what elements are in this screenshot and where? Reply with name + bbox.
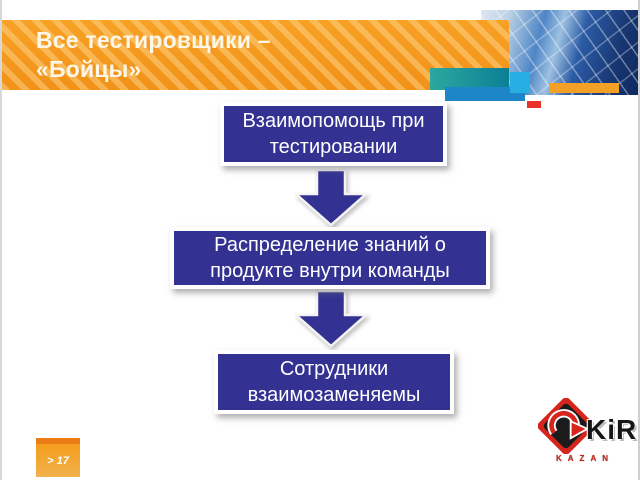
down-arrow-icon	[295, 290, 367, 348]
kir-logo-icon	[538, 398, 594, 454]
logo-city-text: KAZAN	[556, 454, 614, 463]
deco-teal-rect	[430, 68, 509, 90]
kir-logo: KiR KAZAN	[538, 398, 638, 472]
flow-box-interchangeable-staff: Сотрудники взаимозаменяемы	[214, 350, 454, 414]
slide-title-line2: «Бойцы»	[36, 56, 142, 82]
flow-box-mutual-help: Взаимопомощь при тестировании	[220, 102, 447, 166]
deco-blue-bar	[445, 87, 525, 101]
flow-box-knowledge-sharing: Распределение знаний о продукте внутри к…	[170, 227, 490, 289]
page-number: > 17	[47, 454, 69, 467]
down-arrow-icon	[295, 169, 367, 227]
logo-brand-text: KiR	[586, 414, 638, 445]
deco-orange-bar	[549, 83, 619, 93]
deco-red-square	[527, 101, 541, 108]
deco-cyan-square	[510, 72, 530, 93]
page-number-tab: > 17	[36, 438, 80, 477]
slide-title-line1: Все тестировщики –	[36, 27, 271, 53]
